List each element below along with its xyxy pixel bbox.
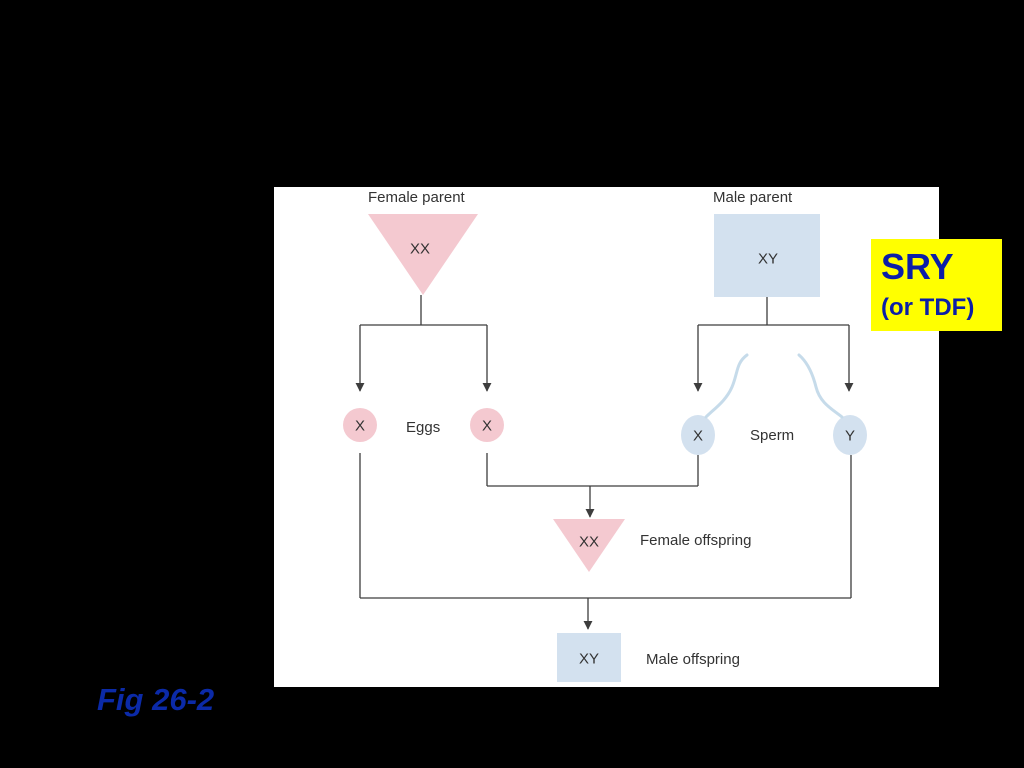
diagram-graphics	[343, 214, 867, 682]
male-parent-label: Male parent	[713, 189, 793, 206]
sry-callout-subtitle: (or TDF)	[881, 294, 975, 321]
female-parent-label: Female parent	[368, 189, 465, 206]
sperm-right-head	[833, 415, 867, 455]
male-offspring-shape	[557, 633, 621, 682]
sperm-right-chromosome: Y	[844, 427, 856, 445]
sry-callout: SRY (or TDF)	[871, 239, 1002, 331]
sperm-label: Sperm	[750, 427, 795, 444]
inheritance-diagram: Female parent Male parent XX XY X X Eggs…	[274, 187, 939, 687]
male-parent-genotype: XY	[757, 250, 779, 268]
male-offspring-connectors	[359, 453, 852, 630]
sperm-right-tail	[797, 353, 844, 419]
egg-left-shape	[343, 408, 377, 442]
sperm-left-head	[681, 415, 715, 455]
figure-caption: Fig 26-2	[97, 682, 215, 717]
sry-callout-title: SRY	[881, 246, 954, 287]
male-offspring-label: Male offspring	[646, 651, 740, 668]
female-offspring-genotype: XX	[578, 533, 600, 551]
male-parent-shape	[714, 214, 820, 297]
female-offspring-shape	[553, 519, 625, 572]
female-parent-connectors	[355, 295, 492, 392]
egg-left-chromosome: X	[354, 417, 366, 435]
male-parent-connectors	[693, 297, 854, 392]
female-offspring-label: Female offspring	[640, 532, 752, 549]
male-offspring-genotype: XY	[578, 650, 600, 668]
female-parent-shape	[368, 214, 478, 295]
egg-right-chromosome: X	[481, 417, 493, 435]
egg-right-shape	[470, 408, 504, 442]
sperm-left-tail	[704, 353, 749, 419]
eggs-label: Eggs	[406, 419, 441, 436]
female-offspring-connectors	[486, 453, 699, 518]
female-parent-genotype: XX	[409, 240, 431, 258]
sperm-left-chromosome: X	[692, 427, 704, 445]
